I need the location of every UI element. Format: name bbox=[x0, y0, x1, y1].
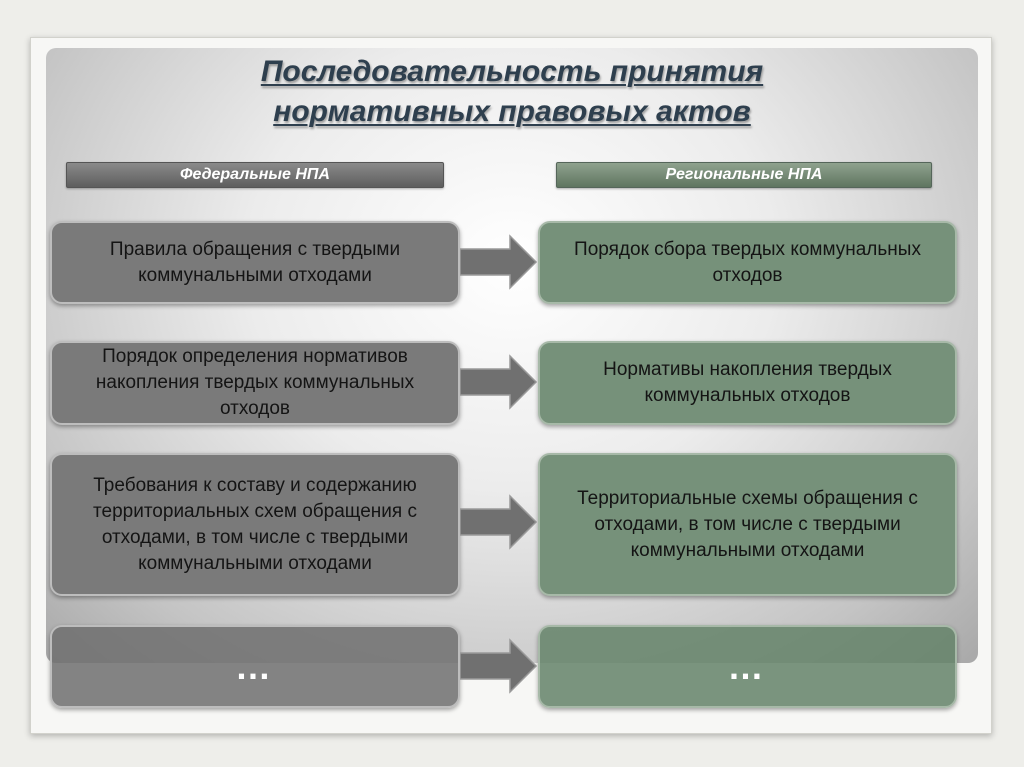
regional-box-3: Территориальные схемы обращения с отхода… bbox=[538, 453, 957, 596]
arrow-right-icon bbox=[460, 638, 538, 694]
title-line-1: Последовательность принятия bbox=[260, 55, 764, 88]
arrow-right-icon bbox=[460, 354, 538, 410]
regional-box-1: Порядок сбора твердых коммунальных отход… bbox=[538, 221, 957, 304]
regional-box-4: … bbox=[538, 625, 957, 708]
federal-box-3: Требования к составу и содержанию террит… bbox=[50, 453, 460, 596]
federal-box-2: Порядок определения нормативов накоплени… bbox=[50, 341, 460, 425]
federal-box-4: … bbox=[50, 625, 460, 708]
regional-box-2: Нормативы накопления твердых коммунальны… bbox=[538, 341, 957, 425]
title-line-2: нормативных правовых актов bbox=[273, 95, 751, 128]
federal-box-1: Правила обращения с твердыми коммунальны… bbox=[50, 221, 460, 304]
federal-column-header: Федеральные НПА bbox=[66, 162, 444, 188]
slide-title: Последовательность принятия нормативных … bbox=[46, 48, 978, 132]
regional-column-header: Региональные НПА bbox=[556, 162, 932, 188]
arrow-right-icon bbox=[460, 234, 538, 290]
arrow-right-icon bbox=[460, 494, 538, 550]
